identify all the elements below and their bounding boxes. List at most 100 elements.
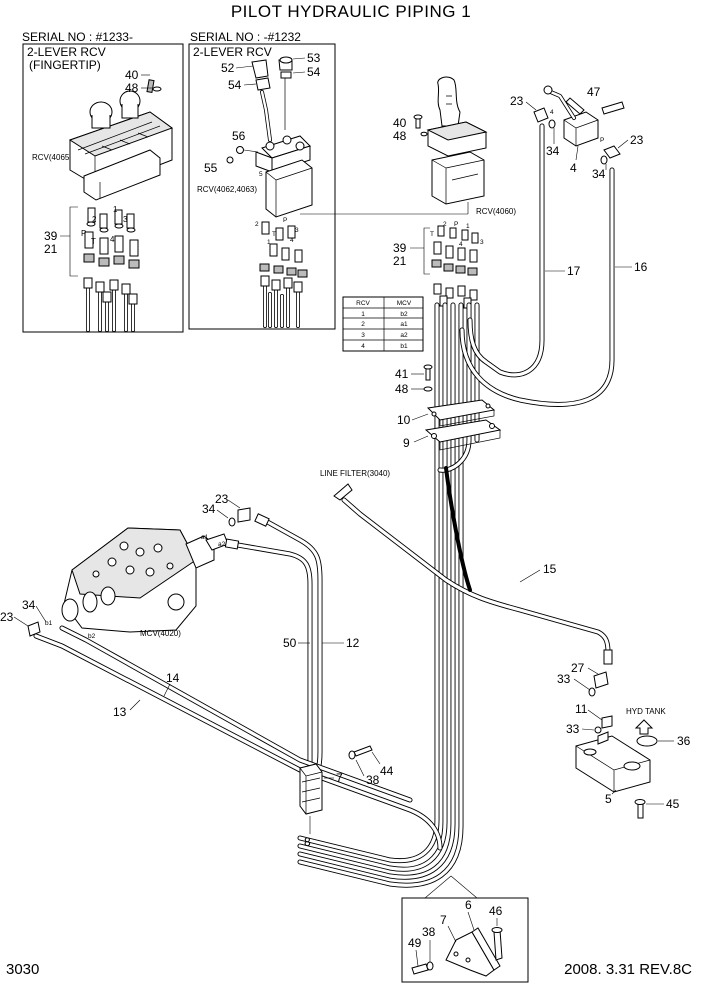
callout-5: 5 — [605, 792, 612, 806]
inset-mid-frame — [188, 43, 336, 330]
callout-55: 55 — [204, 161, 218, 175]
callout-41: 41 — [395, 367, 409, 381]
port-2-main: 2 — [443, 221, 447, 228]
port-3-left: 3 — [123, 215, 128, 224]
clamp-7-8 — [299, 763, 323, 815]
callout-10: 10 — [397, 413, 411, 427]
callout-50: 50 — [283, 636, 297, 650]
tank-block-5 — [575, 731, 651, 793]
callout-7-bracket: 7 — [440, 913, 447, 927]
callout-23-mcv-top: 23 — [215, 492, 229, 506]
rcv-main-fittings — [431, 225, 479, 276]
inset-mid-fittings — [259, 221, 308, 278]
callout-40-left: 40 — [125, 68, 139, 82]
table-cell: a1 — [400, 321, 408, 328]
callout-52: 52 — [221, 61, 235, 75]
port-1-main: 1 — [466, 223, 470, 230]
callout-21-main: 21 — [393, 254, 407, 268]
port-4-main: 4 — [459, 241, 463, 248]
callout-13: 13 — [113, 705, 127, 719]
callout-54-left: 54 — [228, 78, 242, 92]
callout-21-left: 21 — [44, 242, 58, 256]
clamp-10 — [426, 399, 496, 427]
bolt-45 — [634, 799, 646, 819]
callout-7-clamp: 7 — [336, 771, 343, 785]
port-b1: b1 — [45, 620, 53, 627]
callout-40-main: 40 — [393, 116, 407, 130]
callout-48-left: 48 — [125, 81, 139, 95]
callout-34-mcv-left: 34 — [22, 598, 36, 612]
callout-53: 53 — [307, 51, 321, 65]
port-a1: a1 — [201, 534, 209, 541]
mcv-label: MCV(4020) — [140, 629, 181, 638]
port-p-mid: P — [283, 217, 287, 224]
callout-48-clamp: 48 — [395, 382, 409, 396]
line-filter-arrow — [333, 483, 353, 501]
inset-left-rcv-label: RCV(4065) — [32, 153, 72, 162]
rcv-mcv-table: RCV MCV 1 b2 2 a1 3 a2 4 b1 — [342, 296, 424, 352]
hose-15 — [341, 466, 613, 665]
callout-23-right: 23 — [630, 133, 644, 147]
lever-grip-left — [251, 59, 269, 79]
callout-17: 17 — [567, 264, 581, 278]
pilot-hose-bundle — [297, 302, 480, 888]
callout-4: 4 — [570, 161, 577, 175]
rcv-joystick — [426, 76, 488, 205]
table-cell: b1 — [400, 343, 408, 350]
table-cell: 2 — [361, 321, 365, 328]
inset-left-hoses — [83, 277, 138, 332]
callout-49: 49 — [408, 936, 422, 950]
table-cell: 3 — [361, 332, 365, 339]
callout-33-top: 33 — [557, 672, 571, 686]
callout-6: 6 — [465, 898, 472, 912]
callout-44: 44 — [380, 764, 394, 778]
port-1-mid: 1 — [267, 239, 271, 246]
inset-left-frame — [22, 43, 184, 333]
callout-46: 46 — [489, 904, 503, 918]
bolt-44 — [348, 745, 373, 760]
port-5-mid: 5 — [259, 171, 263, 178]
page-title: PILOT HYDRAULIC PIPING 1 — [231, 2, 471, 21]
port-4-valve: 4 — [550, 109, 554, 116]
port-t-mid: T — [272, 231, 276, 238]
callout-23-mcv-left: 23 — [0, 610, 14, 624]
callout-15: 15 — [543, 562, 557, 576]
callout-16: 16 — [634, 260, 648, 274]
o-ring-36 — [636, 735, 658, 747]
callout-36: 36 — [677, 734, 691, 748]
inset-left-serial: SERIAL NO : #1233- — [22, 30, 133, 44]
port-4-mid: 4 — [290, 237, 294, 244]
line-filter-label: LINE FILTER(3040) — [320, 469, 390, 478]
callout-45: 45 — [666, 797, 680, 811]
callout-38: 38 — [366, 773, 380, 787]
callout-54-right: 54 — [307, 65, 321, 79]
table-cell: a2 — [400, 332, 408, 339]
callout-39-left: 39 — [44, 229, 58, 243]
table-cell: 1 — [361, 311, 365, 318]
port-b2: b2 — [88, 633, 96, 640]
callout-47: 47 — [587, 85, 601, 99]
callout-11: 11 — [575, 702, 588, 716]
callout-9: 9 — [403, 436, 410, 450]
2lever-rcv-body — [255, 135, 313, 218]
revision-date: 2008. 3.31 REV.8C — [564, 961, 692, 978]
port-p-left: P — [81, 229, 86, 238]
port-p-main: P — [454, 221, 458, 228]
page-number: 3030 — [6, 961, 39, 978]
callout-34-mcv-top: 34 — [202, 502, 216, 516]
port-1-left: 1 — [113, 205, 118, 214]
callout-12: 12 — [346, 636, 360, 650]
rcv-main-label: RCV(4060) — [476, 207, 516, 216]
table-header-mcv: MCV — [397, 300, 412, 307]
callout-33-bottom: 33 — [566, 722, 580, 736]
port-3-mid: 3 — [295, 227, 299, 234]
callout-14: 14 — [166, 671, 180, 685]
port-2-mid: 2 — [255, 221, 259, 228]
inset-left-name-2: (FINGERTIP) — [29, 58, 101, 72]
callout-56: 56 — [232, 129, 246, 143]
port-t-left: T — [91, 237, 96, 246]
hyd-tank-arrow — [634, 719, 654, 735]
port-t-main: T — [430, 231, 434, 238]
inset-2lever-rcv: SERIAL NO : -#1232 2-LEVER RCV 52 53 54 … — [188, 30, 336, 330]
callout-23-top: 23 — [510, 94, 524, 108]
